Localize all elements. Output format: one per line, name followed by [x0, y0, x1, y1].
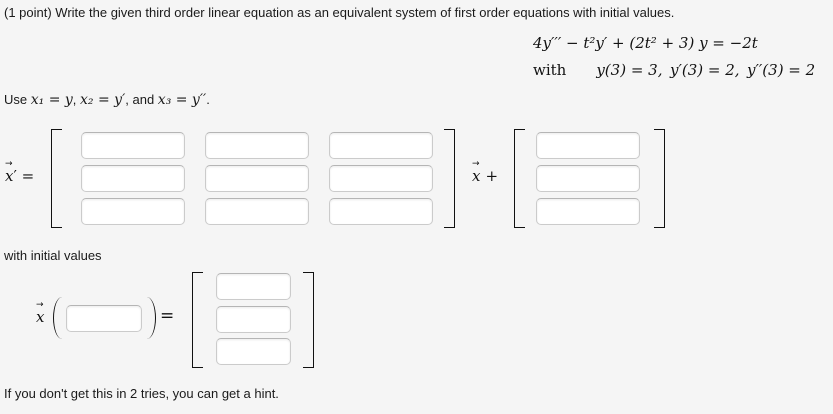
matrix-input-r1c3[interactable]: [329, 132, 433, 159]
initial-vector-input-r3[interactable]: [216, 338, 291, 365]
matrix-input-r3c1[interactable]: [81, 198, 185, 225]
vector-arrow-icon: →: [472, 159, 479, 169]
matrix-left-bracket: [51, 129, 62, 228]
substitution-x2: x₂ = y′: [80, 92, 126, 108]
substitution-instruction: Use x₁ = y, x₂ = y′, and x₃ = y′′.: [4, 92, 210, 108]
substitution-x1: x₁ = y: [30, 92, 73, 108]
matrix-input-r1c1[interactable]: [81, 132, 185, 159]
initial-values-label: with initial values: [4, 248, 102, 263]
forcing-vector-input-r3[interactable]: [536, 198, 640, 225]
forcing-vector-input-r2[interactable]: [536, 165, 640, 192]
coefficient-matrix: [81, 132, 433, 225]
initial-condition-vector: [216, 273, 291, 365]
substitution-x3: x₃ = y′′: [157, 92, 207, 108]
forcing-vector-input-r1[interactable]: [536, 132, 640, 159]
prime-equals: ′ =: [13, 167, 35, 185]
forcing-vector: [536, 132, 640, 225]
matrix-input-r3c3[interactable]: [329, 198, 433, 225]
hint-message: If you don't get this in 2 tries, you ca…: [4, 386, 279, 401]
vector-arrow-icon: →: [36, 300, 43, 310]
initial-vector-input-r2[interactable]: [216, 305, 291, 333]
initial-vector-right-bracket: [303, 272, 314, 368]
problem-statement: (1 point) Write the given third order li…: [4, 5, 675, 20]
forcing-vector-left-bracket: [514, 129, 525, 228]
x-vector-symbol: →x: [472, 159, 481, 185]
initial-vector-left-bracket: [192, 272, 203, 368]
x-vector-symbol: →x: [36, 300, 45, 326]
right-paren: [147, 297, 156, 339]
x-vector-symbol: →x: [5, 159, 14, 185]
initial-vector-input-r1[interactable]: [216, 273, 291, 300]
equation-line1: 4y′′′ − t²y′ + (2t² + 3) y = −2t: [533, 34, 758, 52]
substitution-text: Use: [4, 92, 31, 107]
matrix-input-r2c3[interactable]: [329, 165, 433, 192]
equation-line2: with y(3) = 3, y′(3) = 2, y′′(3) = 2: [533, 57, 815, 84]
xvec-plus-label: →x+: [472, 159, 499, 185]
matrix-input-r1c2[interactable]: [205, 132, 309, 159]
forcing-vector-right-bracket: [654, 129, 665, 228]
left-paren: [53, 297, 62, 339]
plus-sign: +: [485, 167, 499, 185]
matrix-input-r3c2[interactable]: [205, 198, 309, 225]
xvec-of-label: →x: [36, 300, 45, 326]
equation-block: 4y′′′ − t²y′ + (2t² + 3) y = −2t with y(3…: [533, 30, 815, 84]
matrix-input-r2c1[interactable]: [81, 165, 185, 192]
equation-with-label: with: [533, 61, 567, 79]
initial-time-input[interactable]: [66, 305, 142, 332]
equation-initial-conditions: y(3) = 3, y′(3) = 2, y′′(3) = 2: [596, 61, 816, 79]
matrix-right-bracket: [444, 129, 455, 228]
equals-sign: =: [160, 306, 175, 326]
matrix-input-r2c2[interactable]: [205, 165, 309, 192]
vector-arrow-icon: →: [5, 159, 12, 169]
xvec-prime-equals-label: →x′ =: [5, 159, 35, 185]
